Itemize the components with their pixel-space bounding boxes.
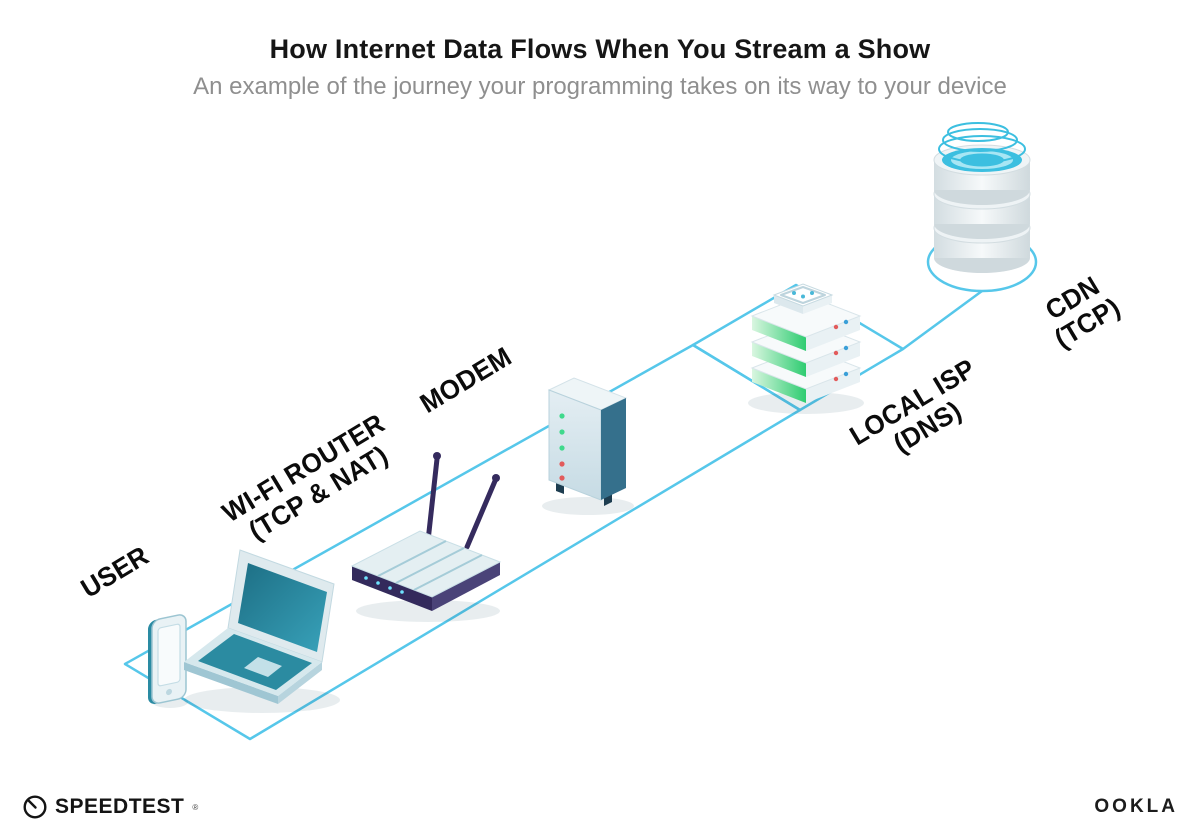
speedtest-logo: SPEEDTEST ® — [22, 794, 198, 820]
page-subtitle: An example of the journey your programmi… — [193, 73, 1007, 100]
laptop-icon — [184, 549, 335, 704]
page-title: How Internet Data Flows When You Stream … — [269, 34, 931, 64]
footer: SPEEDTEST ® OOKLA — [0, 794, 1200, 820]
ookla-wordmark: OOKLA — [1094, 796, 1178, 817]
laptop-trackpad — [244, 657, 282, 677]
server-stack-icon — [750, 283, 862, 403]
speedtest-gauge-icon — [23, 795, 47, 819]
speedtest-wordmark: SPEEDTEST — [55, 795, 185, 818]
server-top-unit — [772, 283, 834, 314]
speedtest-trademark: ® — [192, 802, 199, 812]
modem-status-lights — [559, 413, 565, 481]
database-coil-rings — [938, 122, 1026, 163]
router-antennas — [425, 452, 500, 550]
header: How Internet Data Flows When You Stream … — [0, 34, 1200, 101]
flow-path-isp-to-cdn — [902, 289, 983, 351]
laptop-screen — [238, 563, 327, 652]
modem-icon — [547, 377, 628, 506]
router-led-lights — [364, 576, 404, 594]
database-icon — [933, 122, 1031, 273]
router-icon — [350, 452, 502, 611]
smartphone-icon — [148, 614, 187, 704]
